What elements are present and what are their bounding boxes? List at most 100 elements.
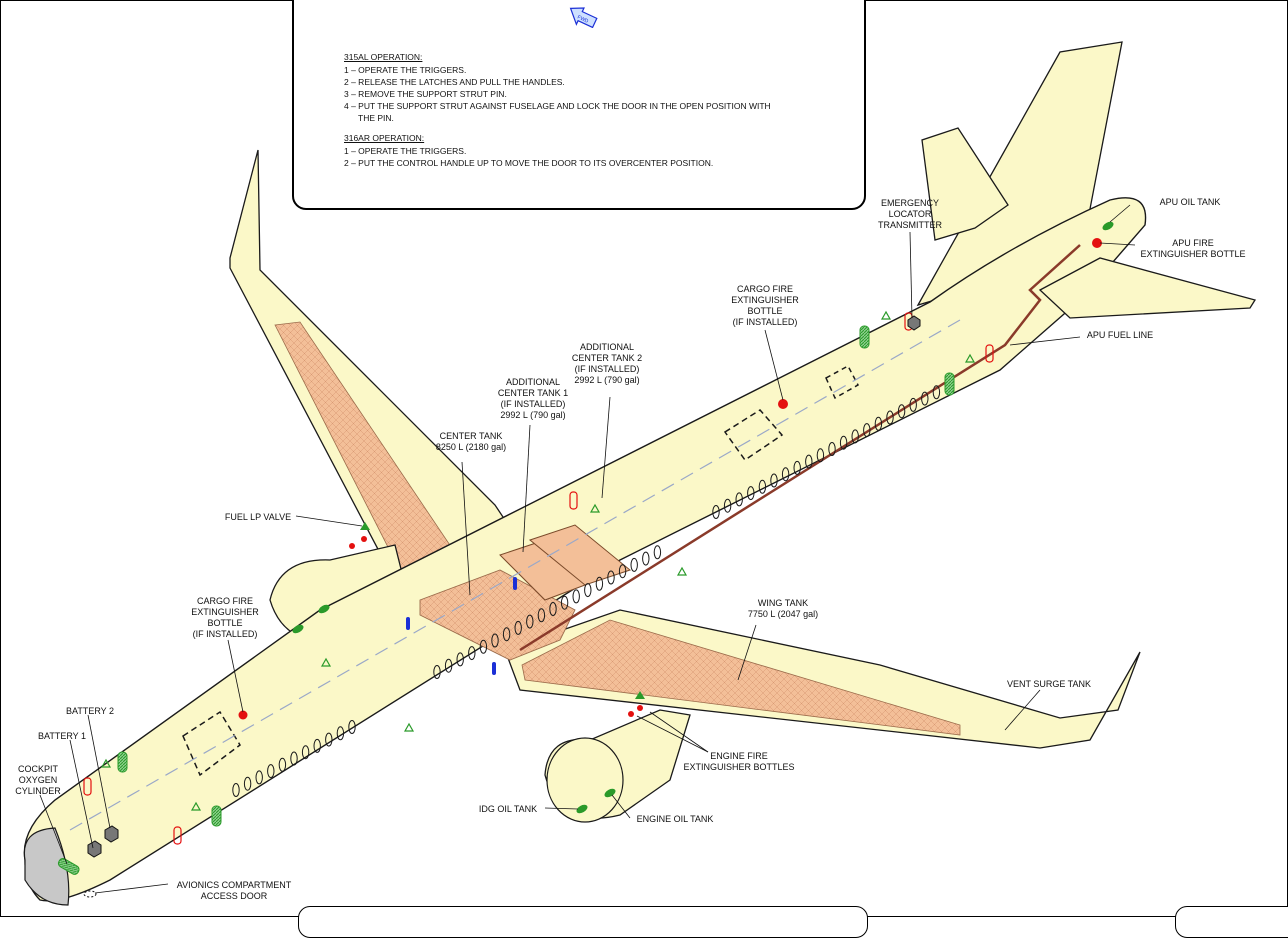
- right-engine-inlet: [546, 737, 624, 823]
- label-line: LOCATOR: [889, 209, 932, 219]
- engine-fire-bottle-1: [637, 705, 643, 711]
- label-line: 8250 L (2180 gal): [436, 442, 506, 452]
- label-battery-2: BATTERY 2: [66, 706, 114, 716]
- cabin-window: [502, 627, 511, 642]
- cabin-window: [851, 429, 859, 444]
- cabin-window: [232, 783, 240, 797]
- label-line: APU FUEL LINE: [1087, 330, 1153, 340]
- label-line: EMERGENCY: [881, 198, 939, 208]
- cabin-window: [325, 732, 333, 747]
- cabin-window: [816, 448, 825, 463]
- label-line: EXTINGUISHER BOTTLE: [1140, 249, 1245, 259]
- label-apu-fuel-line: APU FUEL LINE: [1087, 330, 1153, 340]
- label-idg-oil-tank: IDG OIL TANK: [479, 804, 537, 814]
- cabin-window: [863, 423, 871, 438]
- label-line: BATTERY 2: [66, 706, 114, 716]
- label-line: EXTINGUISHER BOTTLES: [683, 762, 794, 772]
- cabin-extinguisher-1: [83, 777, 92, 796]
- fuel-lp-valve-right: [635, 691, 645, 699]
- label-line: 7750 L (2047 gal): [748, 609, 818, 619]
- right-wing-tank: [521, 619, 961, 736]
- label-line: EXTINGUISHER: [731, 295, 799, 305]
- left-idg-oil-tank: [292, 624, 304, 634]
- cabin-window: [243, 776, 252, 791]
- left-engine-fire-bottle-2: [361, 536, 367, 542]
- bottom-panel-right: [1175, 906, 1288, 938]
- op-315al-heading: 315AL OPERATION:: [344, 52, 423, 62]
- emergency-equipment-markers: [100, 310, 976, 811]
- battery-2: [104, 825, 119, 843]
- oxygen-cylinder-4: [859, 325, 870, 349]
- cabin-window: [444, 658, 453, 673]
- cabin-window: [642, 551, 650, 566]
- nose-radome: [23, 827, 70, 906]
- cabin-window: [348, 720, 356, 734]
- cabin-window: [828, 442, 836, 456]
- label-line: CENTER TANK: [440, 431, 503, 441]
- cargo-fire-bottle-fwd: [238, 710, 248, 720]
- center-tank: [419, 569, 576, 661]
- cabin-window: [267, 764, 275, 779]
- avionics-access-door: [83, 890, 97, 898]
- cabin-window: [301, 745, 310, 760]
- horizontal-stabilizer-right: [1038, 257, 1257, 319]
- op-315al-step: 1 – OPERATE THE TRIGGERS.: [344, 65, 467, 75]
- cabin-windows: [232, 385, 941, 797]
- label-line: CYLINDER: [15, 786, 61, 796]
- cockpit-oxygen-cylinder: [57, 857, 80, 875]
- label-line: CARGO FIRE: [197, 596, 253, 606]
- fuselage-centerline: [69, 319, 961, 831]
- additional-center-tank-2: [528, 524, 632, 586]
- horizontal-stabilizer-left: [921, 127, 1009, 241]
- cabin-window: [595, 576, 604, 591]
- crossfeed-valve-2: [406, 617, 410, 630]
- fuel-lp-valve-left: [360, 522, 370, 530]
- cabin-window: [607, 570, 615, 585]
- engine-oil-tank: [604, 788, 616, 798]
- cabin-window: [537, 608, 546, 623]
- label-line: ENGINE FIRE: [710, 751, 768, 761]
- label-line: 2992 L (790 gal): [574, 375, 639, 385]
- label-line: APU FIRE: [1172, 238, 1214, 248]
- left-engine-oil-tank: [318, 604, 330, 614]
- apu-fuel-line: [519, 244, 1081, 652]
- cabin-window: [735, 492, 743, 507]
- cabin-extinguisher-2: [173, 826, 182, 845]
- label-line: BATTERY 1: [38, 731, 86, 741]
- cabin-window: [781, 467, 790, 482]
- operation-notes-panel: FWD 315AL OPERATION: 1 – OPERATE THE TRI…: [292, 0, 866, 210]
- label-line: (IF INSTALLED): [501, 399, 566, 409]
- idg-oil-tank: [576, 804, 588, 814]
- cabin-window: [526, 614, 534, 629]
- oxygen-cylinder-3: [211, 805, 222, 827]
- cabin-window: [886, 410, 894, 425]
- cabin-window: [839, 435, 848, 450]
- label-line: ENGINE OIL TANK: [637, 814, 714, 824]
- label-line: (IF INSTALLED): [575, 364, 640, 374]
- op-316ar-step: 2 – PUT THE CONTROL HANDLE UP TO MOVE TH…: [344, 158, 714, 168]
- label-line: WING TANK: [758, 598, 808, 608]
- apu-oil-tank: [1102, 221, 1114, 231]
- cabin-window: [336, 726, 345, 741]
- cabin-window: [793, 460, 801, 475]
- apu-fire-bottle: [1092, 238, 1102, 248]
- cabin-extinguisher-3: [569, 491, 578, 510]
- cargo-door-fwd: [182, 710, 241, 777]
- label-line: FUEL LP VALVE: [225, 512, 291, 522]
- label-line: COCKPIT: [18, 764, 59, 774]
- cabin-window: [805, 454, 813, 469]
- cabin-window: [491, 633, 499, 648]
- cabin-window: [479, 639, 488, 654]
- battery-1: [87, 840, 102, 858]
- label-battery-1: BATTERY 1: [38, 731, 86, 741]
- label-line: BOTTLE: [207, 618, 242, 628]
- cabin-window: [433, 665, 441, 679]
- op-315al-step: THE PIN.: [358, 113, 394, 123]
- cabin-window: [572, 589, 580, 604]
